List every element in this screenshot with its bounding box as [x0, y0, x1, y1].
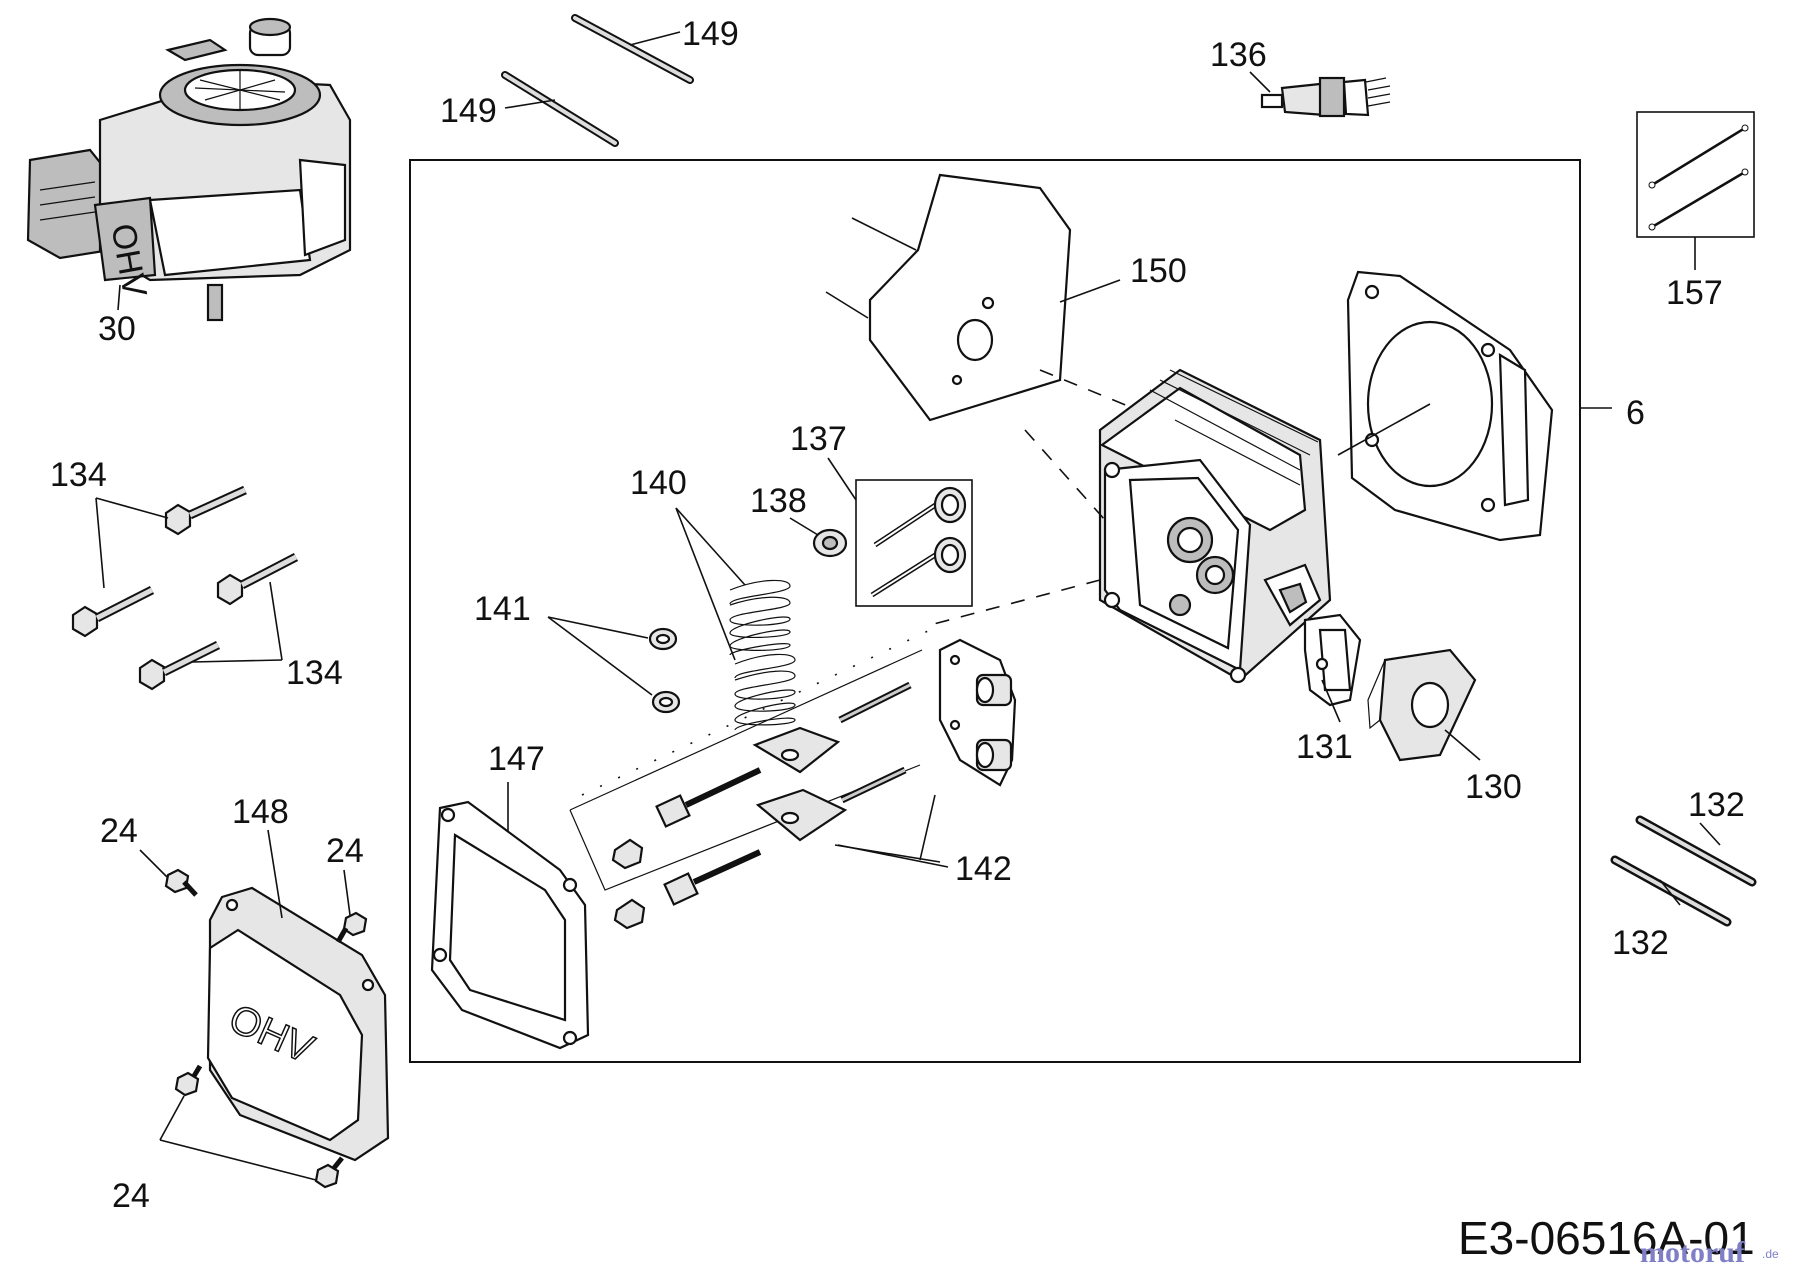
stud-set-157[interactable] [1636, 111, 1755, 238]
valve-cover-148[interactable]: OHV [206, 886, 390, 1162]
stud-149-b[interactable] [501, 71, 619, 147]
callout-141: 141 [474, 590, 531, 628]
intake-gasket-131[interactable] [1303, 613, 1362, 707]
rocker-arm-assembly-142[interactable] [569, 629, 931, 930]
callout-6: 6 [1626, 394, 1645, 432]
callout-147: 147 [488, 740, 545, 778]
callout-134-b: 134 [286, 654, 343, 692]
callout-131: 131 [1296, 728, 1353, 766]
bolt-134-b[interactable] [71, 585, 155, 638]
callout-138: 138 [750, 482, 807, 520]
callout-157: 157 [1666, 274, 1723, 312]
bolt-134-a[interactable] [164, 485, 247, 536]
callout-150: 150 [1130, 252, 1187, 290]
callout-140: 140 [630, 464, 687, 502]
bolt-134-c[interactable] [216, 553, 299, 606]
intake-spacer-130[interactable] [1367, 648, 1477, 762]
assembly-frame [409, 159, 1581, 1063]
callout-30: 30 [98, 310, 136, 348]
screw-24-b[interactable] [335, 911, 368, 944]
valve-cover-gasket-147[interactable] [430, 800, 590, 1050]
callout-142: 142 [955, 850, 1012, 888]
valve-spring-140-a[interactable] [729, 579, 791, 656]
watermark: motoruf [1640, 1236, 1746, 1269]
callout-136: 136 [1210, 36, 1267, 74]
engine-assembly-30[interactable]: OHV [26, 17, 352, 322]
callout-134-a: 134 [50, 456, 107, 494]
spring-retainer-141-a[interactable] [648, 627, 678, 651]
figure-code: E3-06516A-01 [1458, 1212, 1755, 1264]
stud-132-a[interactable] [1635, 815, 1757, 887]
pushrod-guide-plate[interactable] [938, 638, 1017, 787]
stud-149-a[interactable] [571, 14, 694, 84]
screw-24-a[interactable] [164, 868, 198, 897]
watermark-suffix: .de [1762, 1247, 1779, 1261]
callout-149-b: 149 [440, 92, 497, 130]
cylinder-head[interactable] [1098, 368, 1332, 684]
screw-24-d[interactable] [314, 1156, 344, 1189]
head-gasket[interactable] [1346, 270, 1554, 542]
valve-spring-140-b[interactable] [734, 653, 796, 731]
callout-130: 130 [1465, 768, 1522, 806]
callout-132-a: 132 [1688, 786, 1745, 824]
callout-24-a: 24 [100, 812, 138, 850]
callout-24-b: 24 [326, 832, 364, 870]
stud-132-b[interactable] [1610, 855, 1732, 927]
screw-24-c[interactable] [174, 1064, 203, 1097]
spring-retainer-141-b[interactable] [651, 690, 681, 714]
valve-seal-138[interactable] [812, 528, 848, 558]
callout-24-c: 24 [112, 1177, 150, 1215]
callout-137: 137 [790, 420, 847, 458]
valve-set-137[interactable] [855, 479, 973, 607]
callout-148: 148 [232, 793, 289, 831]
bolt-134-d[interactable] [138, 640, 221, 691]
spark-plug-136[interactable] [1260, 76, 1391, 118]
heat-shield-150[interactable] [868, 173, 1072, 422]
callout-149-a: 149 [682, 15, 739, 53]
callout-132-b: 132 [1612, 924, 1669, 962]
